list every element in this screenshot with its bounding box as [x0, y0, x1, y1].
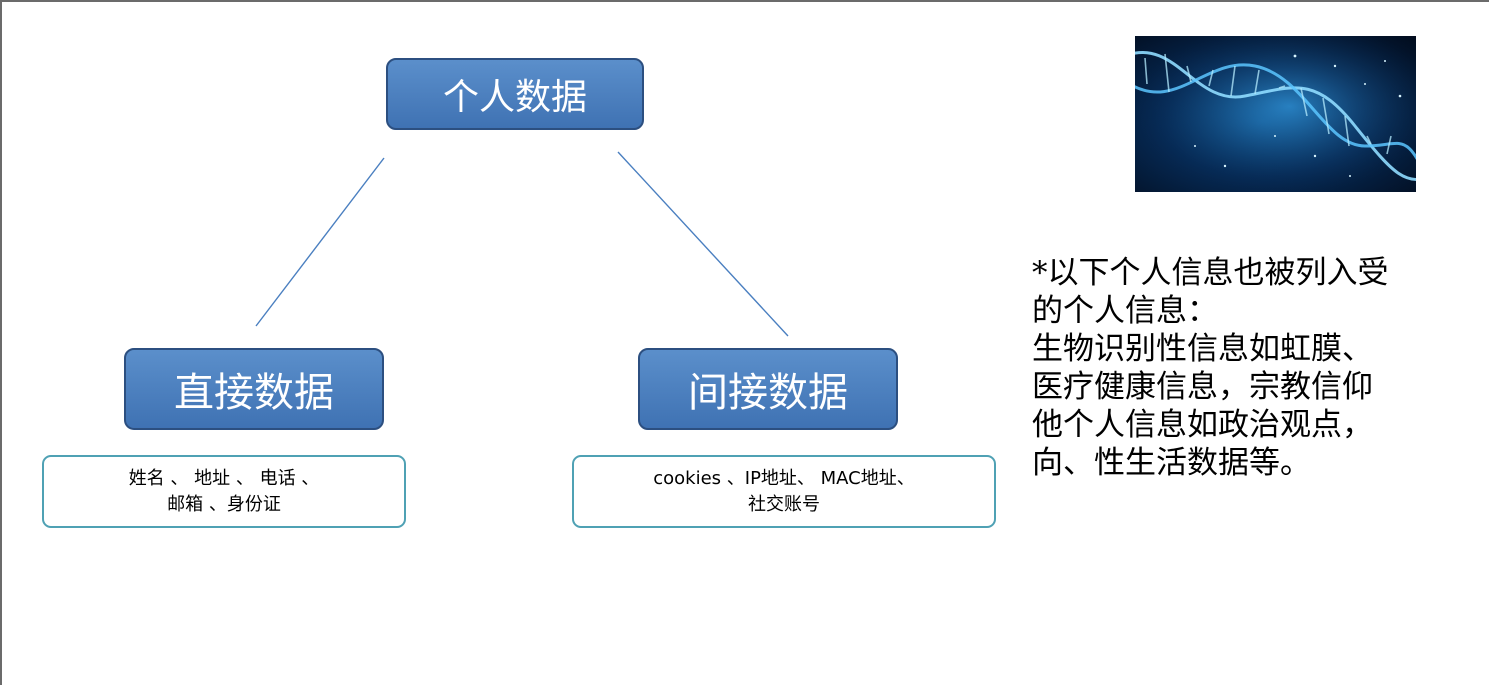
- sensitive-info-note: *以下个人信息也被列入受 的个人信息： 生物识别性信息如虹膜、 医疗健康信息，宗…: [1032, 254, 1489, 482]
- indirect-data-label: 间接数据: [688, 370, 848, 416]
- connector-root-direct: [255, 157, 385, 327]
- indirect-examples-line: 社交账号: [747, 493, 820, 515]
- indirect-data-node: 间接数据: [638, 348, 898, 430]
- note-line: *以下个人信息也被列入受: [1032, 255, 1389, 291]
- note-line: 生物识别性信息如虹膜、: [1032, 331, 1373, 367]
- note-line: 医疗健康信息，宗教信仰: [1032, 369, 1373, 405]
- direct-data-examples: 姓名 、 地址 、 电话 、 邮箱 、身份证: [42, 455, 406, 528]
- root-node: 个人数据: [386, 58, 644, 130]
- direct-data-node: 直接数据: [124, 348, 384, 430]
- dna-helix-icon: [1135, 36, 1416, 192]
- direct-examples-line: 姓名 、 地址 、 电话 、: [128, 467, 320, 489]
- note-line: 他个人信息如政治观点，: [1032, 407, 1373, 443]
- indirect-data-examples: cookies 、IP地址、 MAC地址、 社交账号: [572, 455, 996, 528]
- direct-data-label: 直接数据: [174, 370, 334, 416]
- note-line: 向、性生活数据等。: [1032, 445, 1311, 481]
- connector-root-indirect: [617, 151, 789, 337]
- note-line: 的个人信息：: [1032, 293, 1218, 329]
- indirect-examples-line: cookies 、IP地址、 MAC地址、: [653, 467, 915, 489]
- direct-examples-line: 邮箱 、身份证: [167, 493, 281, 515]
- dna-helix-image: [1135, 36, 1416, 192]
- root-node-label: 个人数据: [442, 77, 587, 118]
